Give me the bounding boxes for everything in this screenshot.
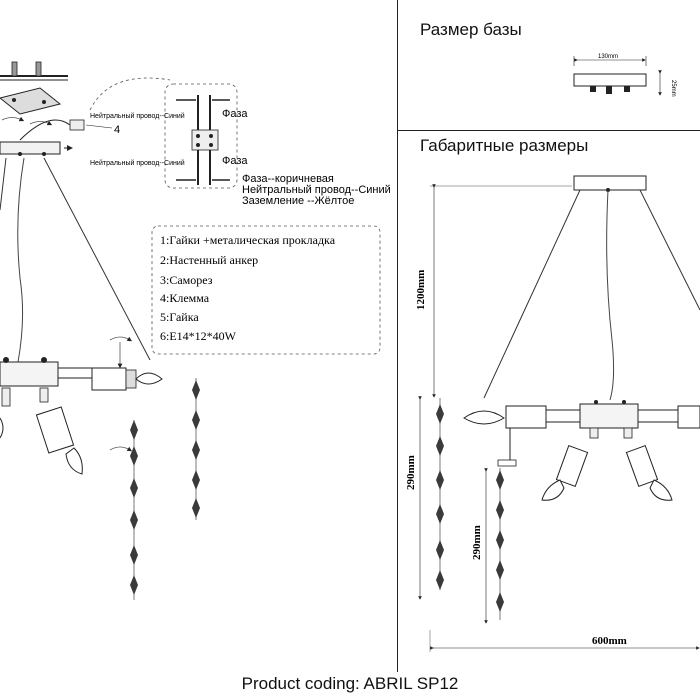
bulb-icon: [541, 479, 565, 501]
legend-phase: Фаза--коричневая: [242, 173, 334, 185]
bulb-icon: [463, 410, 505, 425]
bulb-icon: [135, 372, 163, 385]
part-3: 3:Саморез: [160, 273, 213, 287]
neutral-wire-top-label: Нейтральный провод--Синий: [90, 112, 185, 120]
candle-holder-left: [0, 387, 11, 439]
candle-holder-center-right: [625, 445, 673, 501]
base-width-dim: 130mm: [598, 54, 618, 60]
part-4: 4:Клемма: [160, 291, 210, 305]
part-2: 2:Настенный анкер: [160, 253, 258, 267]
parts-legend-box: [151, 225, 381, 355]
neutral-wire-bottom-label: Нейтральный провод--Синий: [90, 159, 185, 167]
candle-holder-right: [35, 387, 83, 475]
phase-label-bottom: Фаза: [222, 155, 248, 167]
terminal-block: [19, 119, 85, 141]
crystal-length-dim: 290mm: [471, 525, 483, 560]
wiring-detail: Фаза Фаза: [89, 77, 248, 189]
candle-holder-center-left: [541, 445, 589, 501]
base-size-title: Размер базы: [420, 20, 522, 39]
assembly-diagram: 4 Фаза: [0, 61, 391, 600]
part-1: 1:Гайки +металическая прокладка: [160, 233, 336, 247]
legend-neutral: Нейтральный провод--Синий: [242, 184, 391, 196]
product-coding: Product coding: ABRIL SP12: [241, 674, 459, 693]
part-6: 6:E14*12*40W: [160, 329, 237, 343]
crystal-strand-overall-left: [436, 398, 444, 590]
callout-number: 4: [114, 124, 120, 136]
horizontal-divider: [397, 130, 700, 131]
legend-ground: Заземление --Жёлтое: [242, 195, 354, 207]
overall-width-dim: 600mm: [592, 635, 627, 647]
crystal-strand-left: [109, 420, 138, 600]
phase-label-top: Фаза: [222, 108, 248, 120]
mounting-bracket: [0, 87, 62, 115]
crystal-strand-right: [192, 378, 200, 520]
canopy: [0, 141, 73, 156]
part-5: 5:Гайка: [160, 310, 199, 324]
overall-dimension-drawing: 1200mm: [405, 175, 700, 652]
overall-height-dim: 1200mm: [415, 270, 427, 310]
bulb-icon: [649, 479, 673, 501]
screw-icon: [11, 61, 42, 77]
crystal-strand-overall-center: [496, 468, 504, 620]
base-height-dim: 25mm: [670, 80, 676, 97]
overall-size-title: Габаритные размеры: [420, 136, 589, 155]
fixture-arm: [0, 336, 163, 391]
base-size-drawing: 130mm 25mm: [573, 54, 676, 97]
vertical-divider: [397, 0, 398, 672]
arm-drop-dim: 290mm: [405, 455, 417, 490]
bulb-icon: [65, 447, 83, 475]
